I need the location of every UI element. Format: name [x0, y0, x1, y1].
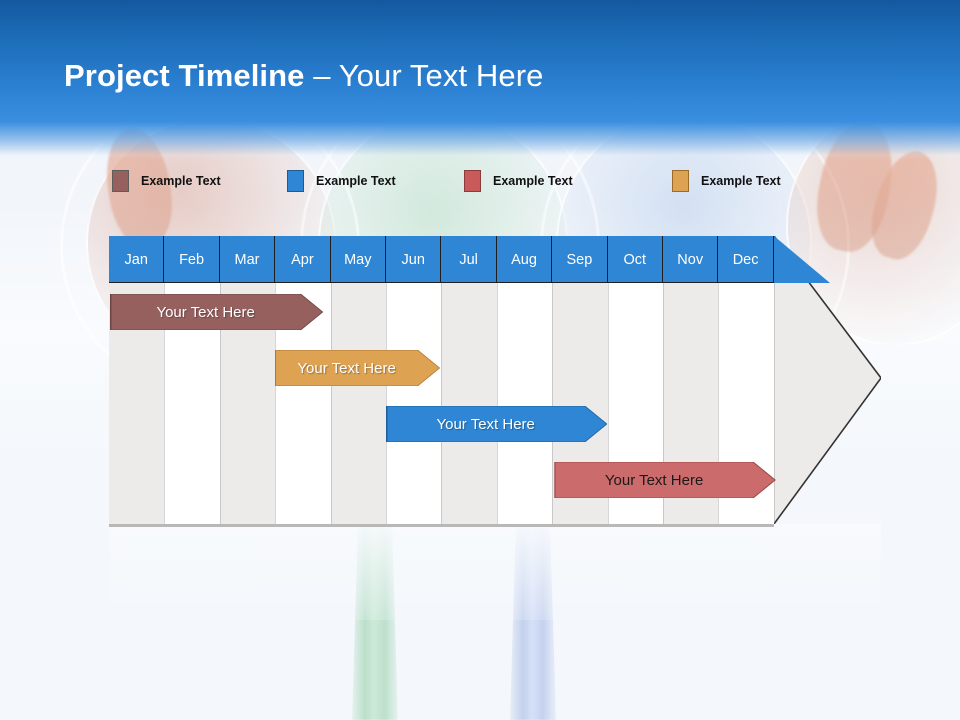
page-title-light: – Your Text Here [304, 58, 544, 93]
page-title: Project Timeline – Your Text Here [64, 58, 543, 94]
gridline-9 [607, 283, 609, 524]
month-header-dec[interactable]: Dec [718, 236, 774, 283]
header-band [0, 0, 960, 160]
task-bar-label-4: Your Text Here [604, 471, 704, 489]
gridline-11 [718, 283, 720, 524]
task-bar-2[interactable]: Your Text Here [275, 350, 440, 386]
task-bar-4[interactable]: Your Text Here [554, 462, 776, 498]
gridline-1 [164, 283, 166, 524]
page-title-bold: Project Timeline [64, 58, 305, 93]
month-header-jul[interactable]: Jul [441, 236, 497, 283]
chart-baseline-shadow [109, 524, 774, 527]
legend-label-1: Example Text [141, 174, 221, 188]
gridline-12 [773, 283, 775, 524]
task-bar-1[interactable]: Your Text Here [110, 294, 323, 330]
task-bar-fill-4 [556, 462, 775, 498]
month-header-tip [774, 236, 830, 283]
timeline-column-jun [386, 283, 442, 524]
task-bar-fill-3 [387, 406, 606, 442]
legend: Example Text Example Text Example Text Exam… [112, 167, 832, 195]
month-header-mar[interactable]: Mar [219, 236, 276, 283]
legend-swatch-1 [112, 170, 129, 192]
legend-swatch-2 [287, 170, 304, 192]
month-header-oct[interactable]: Oct [607, 236, 663, 283]
timeline-column-aug [496, 283, 553, 524]
task-bar-label-2: Your Text Here [297, 359, 396, 377]
legend-item-3[interactable]: Example Text [464, 167, 573, 195]
gridline-8 [552, 283, 554, 524]
month-header-aug[interactable]: Aug [496, 236, 553, 283]
legend-item-4[interactable]: Example Text [672, 167, 781, 195]
legend-label-4: Example Text [701, 174, 781, 188]
task-bar-fill-1 [111, 294, 322, 330]
task-bar-label-3: Your Text Here [436, 415, 535, 433]
legend-item-2[interactable]: Example Text [287, 167, 396, 195]
chart-reflection [109, 524, 881, 620]
month-header-nov[interactable]: Nov [663, 236, 719, 283]
month-header-feb[interactable]: Feb [164, 236, 220, 283]
task-bar-label-1: Your Text Here [156, 303, 255, 321]
month-header-rule [109, 282, 774, 283]
timeline-column-jul [441, 283, 497, 524]
gridline-3 [275, 283, 277, 524]
gridline-4 [330, 283, 332, 524]
legend-item-1[interactable]: Example Text [112, 167, 221, 195]
month-header-sep[interactable]: Sep [552, 236, 608, 283]
timeline-column-may [330, 283, 386, 524]
gridline-2 [219, 283, 221, 524]
task-bar-3[interactable]: Your Text Here [386, 406, 608, 442]
gridline-6 [441, 283, 443, 524]
legend-swatch-3 [464, 170, 481, 192]
month-header-jan[interactable]: Jan [109, 236, 165, 283]
legend-label-3: Example Text [493, 174, 573, 188]
month-header-may[interactable]: May [330, 236, 386, 283]
gridline-10 [663, 283, 664, 524]
month-header-apr[interactable]: Apr [275, 236, 331, 283]
month-header-jun[interactable]: Jun [386, 236, 442, 283]
legend-label-2: Example Text [316, 174, 396, 188]
gridline-5 [386, 283, 387, 524]
legend-swatch-4 [672, 170, 689, 192]
gridline-7 [496, 283, 498, 524]
task-bar-fill-2 [276, 350, 439, 386]
